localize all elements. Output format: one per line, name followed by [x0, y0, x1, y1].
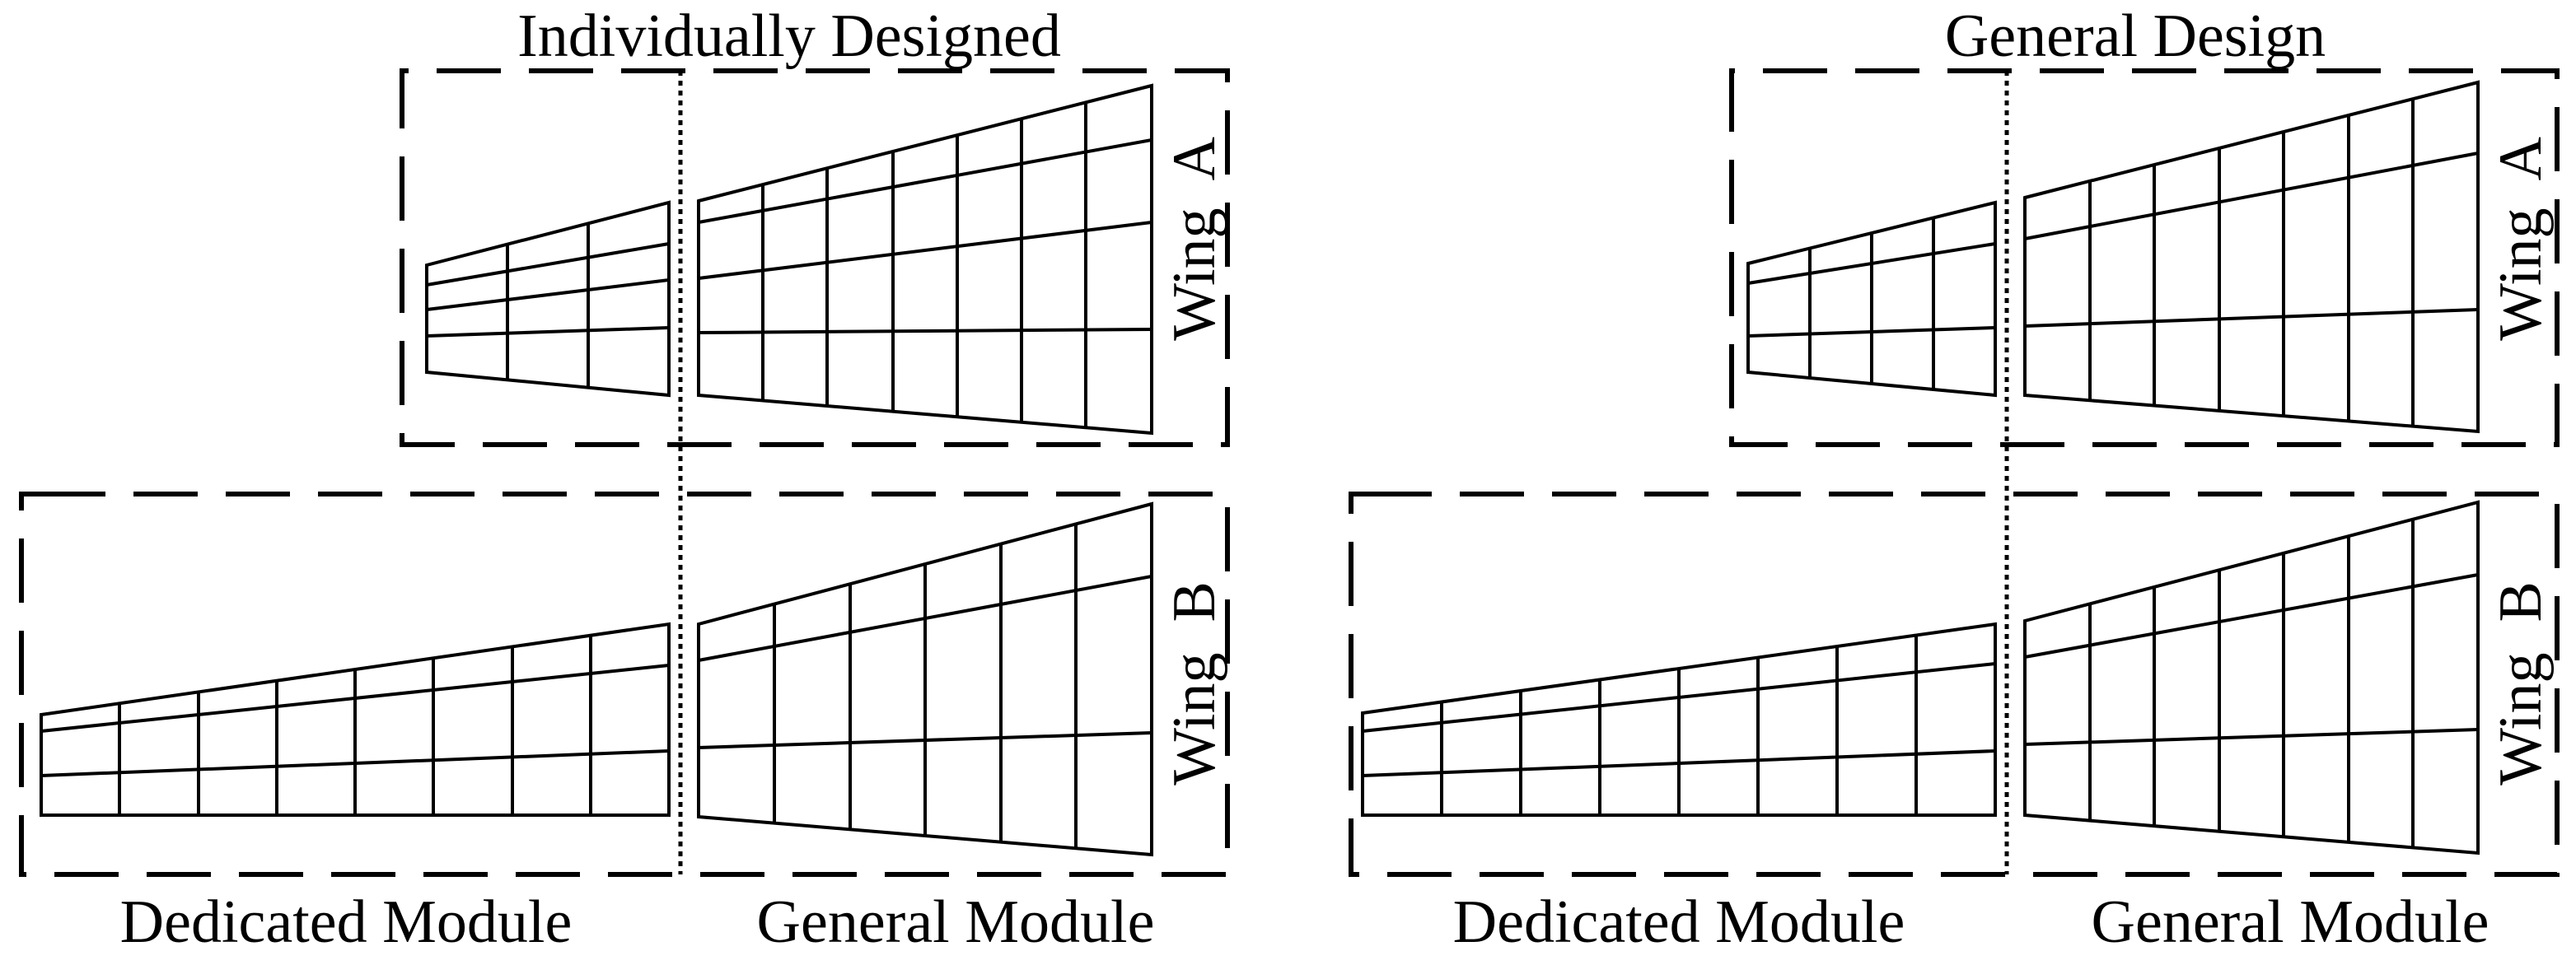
panel-title: Individually Designed	[517, 2, 1061, 70]
panel-individually-designed: Individually Designed	[19, 2, 1230, 956]
dedicated-module-label: Dedicated Module	[1453, 888, 1905, 956]
wing-b-label: Wing B	[1161, 581, 1228, 786]
wing-b-general-mesh	[697, 501, 1153, 857]
wing-b-dedicated-mesh	[40, 622, 671, 817]
wing-b-label: Wing B	[2487, 581, 2555, 786]
wing-a-general-mesh	[2023, 80, 2480, 434]
wing-a-box	[400, 68, 1230, 447]
general-module-label: General Module	[2092, 888, 2490, 956]
wing-b-general-mesh	[2023, 500, 2480, 855]
panel-title: General Design	[1945, 2, 2326, 70]
wing-a-dedicated-mesh	[1746, 200, 1997, 398]
wing-a-general-mesh	[697, 83, 1153, 436]
dedicated-module-label: Dedicated Module	[120, 888, 573, 956]
panel-general-design: General Design	[1349, 2, 2560, 956]
wing-a-dedicated-mesh	[425, 200, 671, 398]
wing-b-box	[19, 492, 1230, 877]
wing-b-box	[1349, 492, 2560, 877]
wing-a-box	[1729, 68, 2560, 447]
general-module-label: General Module	[757, 888, 1155, 956]
wing-a-label: Wing A	[2487, 137, 2555, 341]
wing-a-label: Wing A	[1161, 137, 1228, 341]
wing-b-dedicated-mesh	[1361, 622, 1997, 817]
